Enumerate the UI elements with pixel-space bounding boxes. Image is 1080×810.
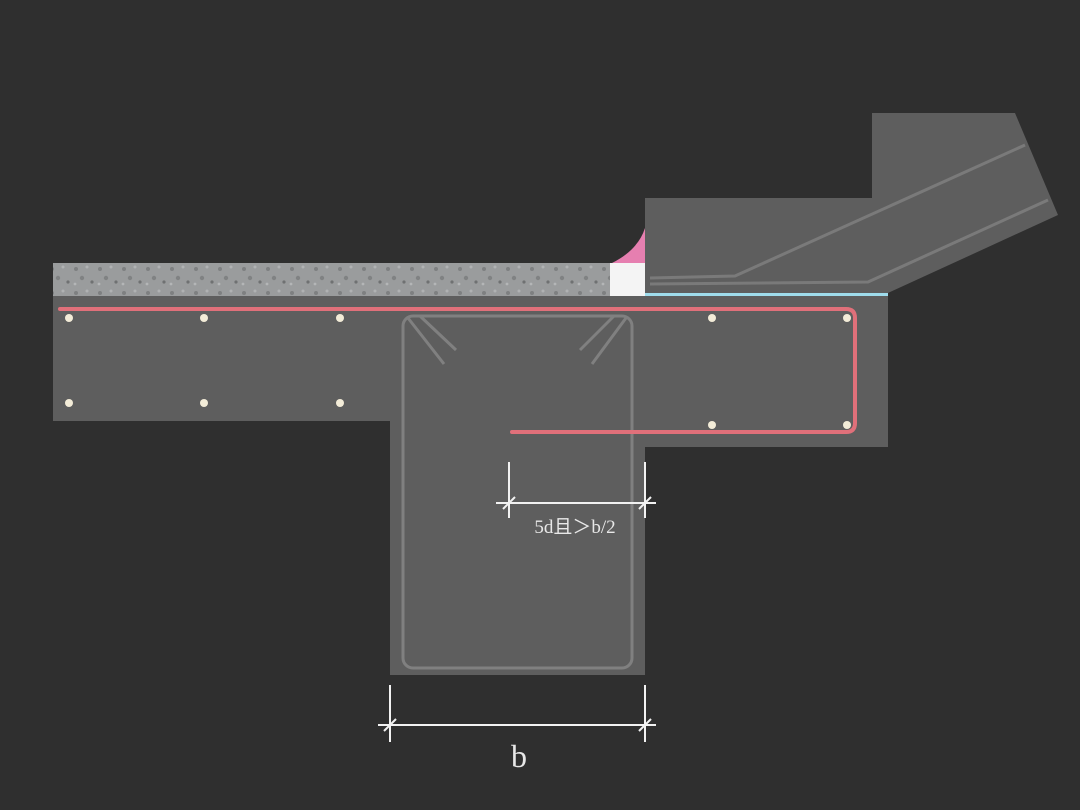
rebar-dot: [708, 421, 716, 429]
rebar-dot: [843, 421, 851, 429]
stirrup: [401, 314, 634, 670]
slab-beam-concrete: [53, 296, 888, 675]
rebar-dot: [65, 314, 73, 322]
slab-top-rebar: [58, 307, 857, 434]
rebar-dot: [200, 314, 208, 322]
stirrup-hook: [418, 314, 458, 352]
stirrup-hook: [578, 314, 616, 352]
longitudinal-bars: [65, 314, 851, 429]
gravel-layer: [53, 263, 610, 296]
rebar-dot: [843, 314, 851, 322]
stair-rebar-line: [649, 143, 1026, 280]
rebar-dot: [336, 399, 344, 407]
upper-concrete-stair: [645, 113, 1058, 293]
rebar-dot: [708, 314, 716, 322]
rebar-dot: [336, 314, 344, 322]
beam-width-label: b: [511, 738, 527, 774]
rebar-dot: [65, 399, 73, 407]
stair-rebar-line: [649, 198, 1049, 286]
rebar-dot: [200, 399, 208, 407]
pink-fillet: [612, 228, 645, 263]
anchorage-dimension: [496, 462, 656, 518]
anchorage-label: 5d且＞b/2: [534, 517, 615, 538]
beam-width-dimension: [378, 685, 656, 742]
stirrup-hook: [590, 317, 628, 365]
white-sealant-block: [610, 263, 645, 296]
stirrup-hook: [406, 317, 446, 365]
